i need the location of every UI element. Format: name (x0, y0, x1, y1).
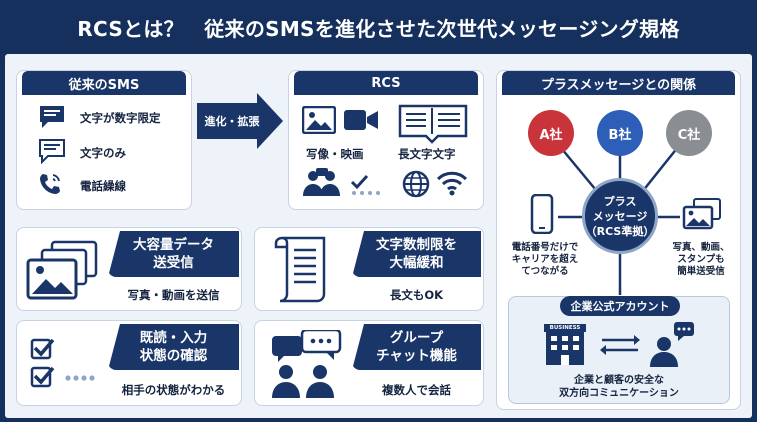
hub-line: （RCS準拠） (585, 224, 655, 238)
read-check-icon (350, 174, 380, 195)
feature-title-line: 大幅緩和 (389, 255, 444, 271)
arrow-label: 進化・拡張 (204, 115, 260, 128)
building-icon (544, 324, 586, 365)
note-line: 企業と顧客の安全な (574, 375, 664, 386)
relation-header: プラスメッセージとの関係 (502, 71, 735, 95)
images-stack-icon (26, 240, 98, 300)
page-title: RCSとは？ 従来のSMSを進化させた次世代メッセージング規格 (77, 16, 680, 41)
plus-message-hub: プラス メッセージ （RCS準拠） (582, 178, 658, 254)
note-line: てつながる (521, 266, 569, 277)
feature-sub-large-data: 写真・動画を送信 (127, 288, 220, 302)
relation-right-note: 写真、動画、 スタンプも 簡単送受信 (664, 242, 738, 278)
rcs-header: RCS (294, 71, 478, 95)
wifi-icon (436, 171, 468, 196)
feature-title-line: グループ (389, 330, 444, 346)
checklist-icon (30, 338, 95, 388)
note-line: スタンプも (677, 254, 725, 265)
building-label: BUSINESS (549, 325, 581, 331)
feature-title-text-limit: 文字数制限を 大幅緩和 (352, 231, 481, 277)
message-lines-icon (40, 106, 64, 128)
sms-header: 従来のSMS (22, 71, 186, 95)
group-users-icon (303, 168, 340, 196)
feature-title-large-data: 大容量データ 送受信 (108, 231, 239, 277)
carrier-a-badge: A社 (528, 110, 574, 156)
feature-title-line: 大容量データ (133, 237, 214, 253)
exchange-arrows-icon (600, 335, 640, 355)
customer-chat-icon (650, 322, 694, 367)
feature-title-line: 送受信 (153, 255, 194, 271)
hub-line: メッセージ (592, 209, 648, 223)
sms-item-3: 電話繰線 (80, 179, 126, 193)
carrier-b-badge: B社 (597, 110, 643, 156)
feature-title-read-status: 既読・入力 状態の確認 (108, 324, 239, 370)
group-chat-icon (272, 330, 342, 398)
note-line: 双方向コミュニケーション (559, 388, 679, 399)
document-text-icon (398, 104, 468, 144)
feature-sub-text-limit: 長文もOK (389, 288, 444, 302)
message-outline-icon (39, 139, 65, 164)
feature-title-line: 文字数制限を (376, 237, 457, 253)
evolution-arrow-icon (197, 93, 283, 149)
feature-title-line: チャット機能 (376, 348, 457, 364)
photos-icon (682, 198, 721, 230)
business-note: 企業と顧客の安全な 双方向コミュニケーション (512, 374, 726, 400)
rcs-item-media: 写像・映画 (306, 147, 364, 161)
feature-sub-group-chat: 複数人で会話 (382, 383, 451, 397)
note-line: 電話番号だけで (511, 242, 579, 253)
feature-title-group-chat: グループ チャット機能 (352, 324, 481, 370)
image-icon (302, 106, 336, 134)
sms-item-2: 文字のみ (80, 146, 126, 160)
business-header: 企業公式アカウント (560, 296, 680, 316)
feature-sub-read-status: 相手の状態がわかる (121, 383, 226, 397)
note-line: キャリアを超え (511, 254, 579, 265)
hub-line: プラス (603, 194, 637, 208)
feature-title-line: 既読・入力 (139, 330, 208, 346)
sms-item-1: 文字が数字限定 (80, 111, 161, 125)
feature-title-line: 状態の確認 (139, 348, 208, 364)
smartphone-icon (530, 194, 554, 234)
note-line: 簡単送受信 (677, 266, 725, 277)
video-camera-icon (344, 110, 378, 130)
globe-icon (402, 170, 430, 198)
scroll-document-icon (274, 236, 326, 303)
carrier-c-badge: C社 (666, 110, 712, 156)
note-line: 写真、動画、 (672, 242, 730, 253)
phone-icon (40, 174, 60, 194)
relation-left-note: 電話番号だけで キャリアを超え てつながる (502, 242, 588, 278)
rcs-item-longtext: 長文字文字 (398, 147, 456, 161)
